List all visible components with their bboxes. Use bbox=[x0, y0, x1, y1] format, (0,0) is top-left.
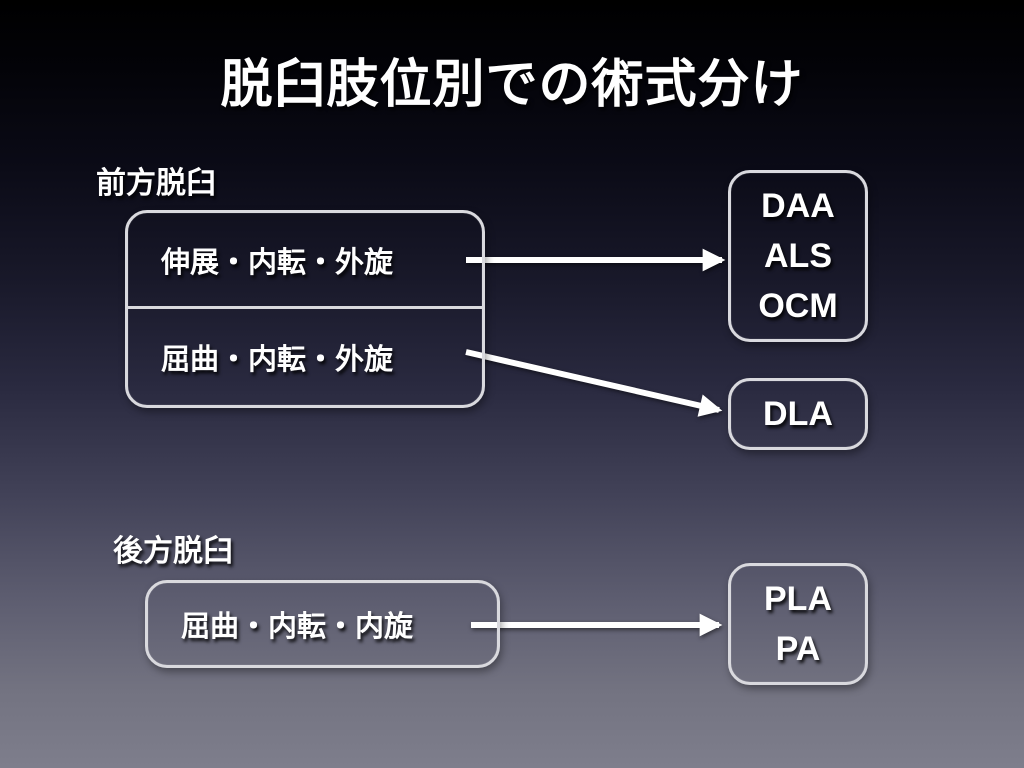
approach-dla: DLA bbox=[763, 395, 833, 433]
approach-box-daa-als-ocm: DAA ALS OCM bbox=[728, 170, 868, 342]
approach-pla: PLA bbox=[764, 580, 832, 618]
approach-box-pla-pa: PLA PA bbox=[728, 563, 868, 685]
posterior-position-row-1: 屈曲・内転・内旋 bbox=[181, 611, 414, 643]
anterior-position-row-2: 屈曲・内転・外旋 bbox=[161, 344, 394, 376]
anterior-section-label: 前方脱臼 bbox=[96, 167, 216, 200]
arrow-flexion-to-dla bbox=[465, 349, 723, 417]
posterior-positions-box: 屈曲・内転・内旋 bbox=[145, 580, 500, 668]
approach-pa: PA bbox=[775, 630, 821, 668]
slide-title: 脱臼肢位別での術式分け bbox=[220, 56, 804, 114]
approach-box-dla: DLA bbox=[728, 378, 868, 450]
approach-als: ALS bbox=[764, 237, 832, 275]
anterior-position-row-1: 伸展・内転・外旋 bbox=[128, 213, 482, 309]
approach-daa: DAA bbox=[761, 187, 835, 225]
approach-ocm: OCM bbox=[758, 287, 838, 325]
posterior-section-label: 後方脱臼 bbox=[113, 535, 233, 568]
anterior-positions-box: 伸展・内転・外旋 屈曲・内転・外旋 bbox=[125, 210, 485, 408]
